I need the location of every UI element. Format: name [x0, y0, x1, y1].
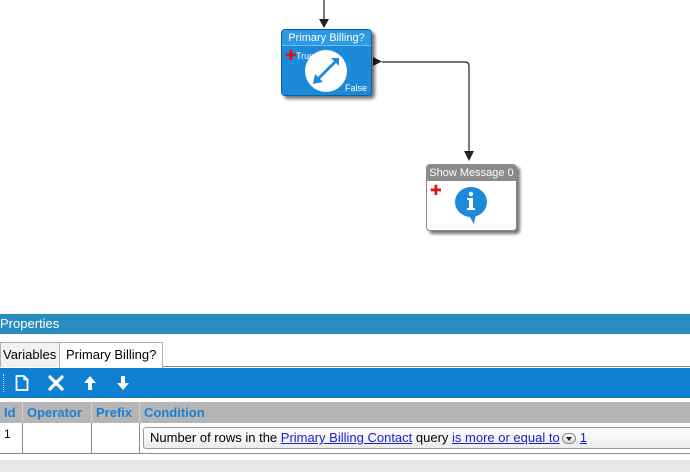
properties-toolbar	[0, 368, 690, 398]
tab-variables[interactable]: Variables	[0, 342, 64, 367]
flow-canvas[interactable]: Primary Billing? ✚ True False Show Messa…	[0, 0, 690, 314]
column-header-operator[interactable]: Operator	[23, 402, 92, 423]
delete-condition-button[interactable]	[44, 372, 68, 394]
add-icon[interactable]: ✚	[430, 182, 442, 198]
condition-prefix-text: Number of rows in the	[150, 430, 281, 445]
condition-middle-text: query	[412, 430, 453, 445]
operator-link[interactable]: is more or equal to	[452, 430, 560, 445]
decision-arrows-icon	[305, 50, 347, 92]
query-link[interactable]: Primary Billing Contact	[280, 430, 413, 445]
condition-editor[interactable]: Number of rows in the Primary Billing Co…	[143, 427, 690, 449]
message-node-show-message[interactable]: Show Message 0 ✚	[426, 164, 517, 231]
column-header-id[interactable]: Id	[0, 402, 23, 423]
true-branch-label: True	[296, 51, 315, 61]
connector-lines	[319, 0, 474, 161]
move-down-button[interactable]	[111, 372, 135, 394]
column-header-prefix[interactable]: Prefix	[92, 402, 140, 423]
value-link[interactable]: 1	[579, 430, 587, 445]
cell-operator[interactable]	[23, 423, 92, 454]
cell-id: 1	[0, 423, 23, 454]
properties-tabs: Variables Primary Billing?	[0, 334, 690, 368]
grid-header: Id Operator Prefix Condition	[0, 402, 690, 423]
cell-prefix[interactable]	[92, 423, 140, 454]
message-node-title: Show Message 0	[427, 165, 516, 181]
new-document-icon	[15, 375, 29, 391]
delete-icon	[48, 375, 64, 391]
info-bubble-icon	[455, 187, 487, 224]
tab-primary-billing[interactable]: Primary Billing?	[59, 342, 164, 368]
false-branch-label: False	[344, 83, 367, 93]
properties-panel-header: Properties	[0, 314, 690, 334]
operator-dropdown-icon[interactable]	[561, 433, 576, 445]
column-header-condition[interactable]: Condition	[144, 405, 205, 420]
move-up-icon	[84, 376, 96, 390]
decision-node-primary-billing[interactable]: Primary Billing? ✚ True False	[281, 29, 372, 96]
toolbar-grip	[3, 374, 5, 392]
table-row[interactable]: 1 Number of rows in the Primary Billing …	[0, 423, 690, 454]
add-icon[interactable]: ✚	[285, 47, 297, 63]
move-up-button[interactable]	[78, 372, 102, 394]
new-condition-button[interactable]	[10, 372, 34, 394]
decision-node-title: Primary Billing?	[282, 30, 371, 46]
move-down-icon	[117, 376, 129, 390]
conditions-grid: Id Operator Prefix Condition 1 Number of…	[0, 398, 690, 460]
panel-bottom-strip	[0, 460, 690, 472]
